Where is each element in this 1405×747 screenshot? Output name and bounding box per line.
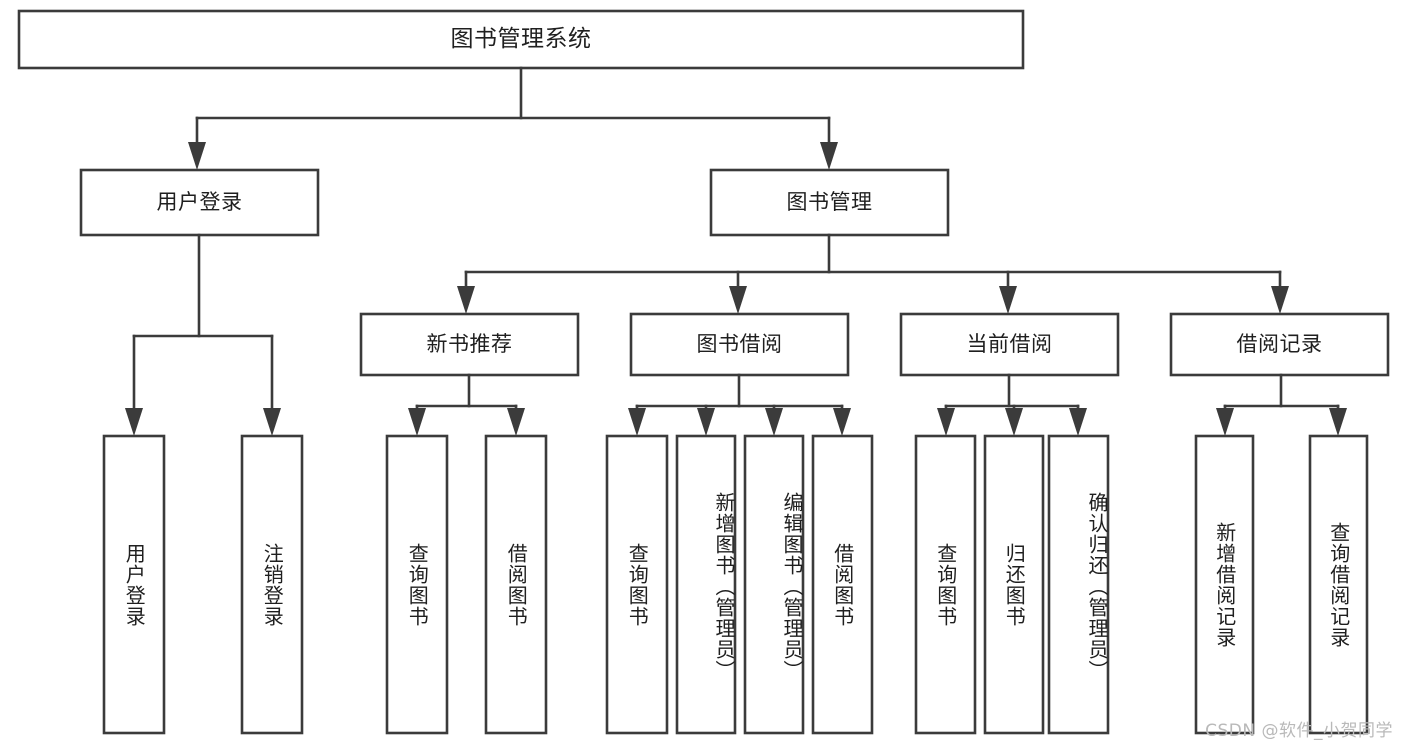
arrow-bb-leaf-0 (628, 408, 646, 436)
arrow-bm-to-borrow-records (1271, 286, 1289, 314)
node-box-current-borrow[interactable] (899, 312, 1120, 377)
arrow-cb-leaf-0 (937, 408, 955, 436)
node-box-root[interactable] (17, 9, 1025, 70)
node-box-borrow-records[interactable] (1169, 312, 1390, 377)
node-box-new-book-recommend[interactable] (359, 312, 580, 377)
arrow-br-leaf-1 (1329, 408, 1347, 436)
arrow-bm-to-current-borrow (999, 286, 1017, 314)
arrow-nbr-leaf-0 (408, 408, 426, 436)
arrow-bb-leaf-2 (765, 408, 783, 436)
leaf-box-book-borrow-2[interactable] (743, 434, 805, 735)
arrow-cb-leaf-2 (1069, 408, 1087, 436)
leaf-box-current-borrow-0[interactable] (914, 434, 977, 735)
leaf-box-new-book-0[interactable] (385, 434, 449, 735)
arrow-bm-to-book-borrow (729, 286, 747, 314)
arrow-ul-leaf-1 (263, 408, 281, 436)
arrow-root-to-user-login (188, 142, 206, 170)
leaf-box-current-borrow-1[interactable] (983, 434, 1045, 735)
node-box-book-management[interactable] (709, 168, 950, 237)
leaf-box-user-login-1[interactable] (240, 434, 304, 735)
arrow-bb-leaf-3 (833, 408, 851, 436)
arrow-bm-to-new-book (457, 286, 475, 314)
arrow-root-to-book-management (820, 142, 838, 170)
leaf-box-book-borrow-0[interactable] (605, 434, 669, 735)
node-box-user-login[interactable] (79, 168, 320, 237)
arrow-br-leaf-0 (1216, 408, 1234, 436)
leaf-box-borrow-records-0[interactable] (1194, 434, 1255, 735)
node-box-book-borrow[interactable] (629, 312, 850, 377)
leaf-box-user-login-0[interactable] (102, 434, 166, 735)
leaf-box-new-book-1[interactable] (484, 434, 548, 735)
leaf-box-book-borrow-1[interactable] (675, 434, 737, 735)
leaf-box-borrow-records-1[interactable] (1308, 434, 1369, 735)
leaf-box-book-borrow-3[interactable] (811, 434, 874, 735)
arrow-ul-leaf-0 (125, 408, 143, 436)
leaf-box-current-borrow-2[interactable] (1047, 434, 1110, 735)
arrow-bb-leaf-1 (697, 408, 715, 436)
arrow-cb-leaf-1 (1005, 408, 1023, 436)
arrow-nbr-leaf-1 (507, 408, 525, 436)
